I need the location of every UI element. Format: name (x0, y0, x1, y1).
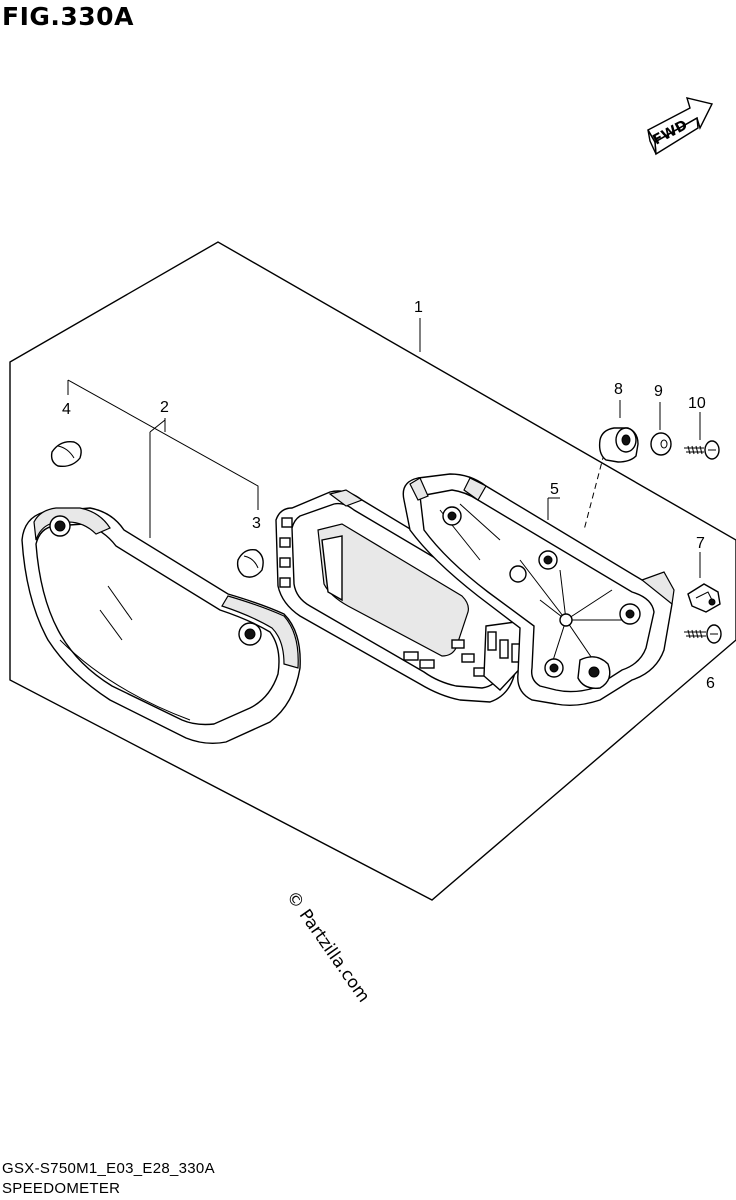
part-5-rear-case (402, 473, 675, 707)
callout-3: 3 (252, 515, 261, 532)
part-10-screw (684, 440, 720, 460)
figure-code: GSX-S750M1_E03_E28_330A (2, 1160, 215, 1177)
figure-title: FIG.330A (2, 2, 134, 31)
leader-lines (67, 318, 701, 578)
callout-8: 8 (614, 381, 623, 398)
part-8-cushion (598, 427, 639, 463)
callout-6: 6 (706, 675, 715, 692)
part-6-screw (684, 624, 722, 644)
part-2-meter-cover (21, 507, 301, 745)
part-7-clip-nut (687, 583, 721, 613)
callout-4: 4 (62, 401, 71, 418)
part-3-grommet (236, 549, 264, 578)
callout-9: 9 (654, 383, 663, 400)
callout-1: 1 (414, 299, 423, 316)
callout-7: 7 (696, 535, 705, 552)
part-4-cushion (50, 441, 82, 468)
callout-2: 2 (160, 399, 169, 416)
fwd-arrow-icon: FWD (647, 97, 714, 156)
part-meter-frame (275, 489, 531, 703)
callout-10: 10 (688, 395, 706, 412)
watermark-text: © Partzilla.com (282, 887, 374, 1006)
assembly-outline (9, 241, 736, 901)
figure-name: SPEEDOMETER (2, 1180, 121, 1197)
part-9-washer (650, 432, 672, 456)
callout-5: 5 (550, 481, 559, 498)
